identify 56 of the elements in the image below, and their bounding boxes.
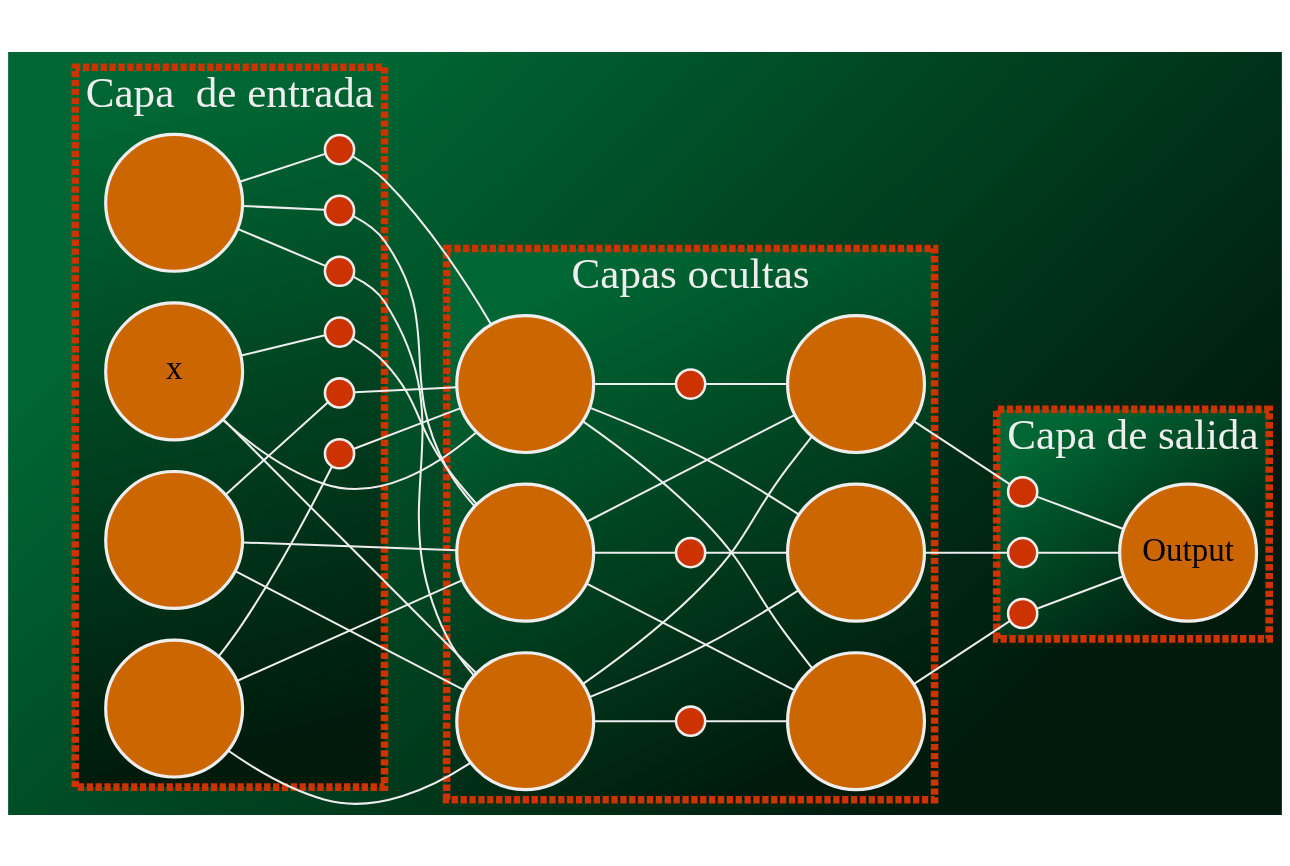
connector — [1037, 551, 1120, 554]
node-circle — [786, 482, 927, 623]
connector — [593, 719, 676, 722]
connector — [239, 152, 326, 183]
node-circle — [786, 313, 927, 454]
node-circle — [674, 367, 707, 400]
node-circle — [323, 437, 356, 470]
node-circle — [323, 376, 356, 409]
connector — [237, 227, 326, 267]
connector — [586, 413, 795, 523]
connector — [352, 214, 476, 507]
connector — [222, 418, 477, 674]
connector — [242, 204, 325, 211]
connector — [234, 569, 465, 691]
connector — [242, 540, 457, 551]
connector — [589, 406, 800, 515]
connector — [227, 749, 472, 805]
node-circle — [104, 132, 245, 273]
connector — [913, 419, 1011, 485]
connector — [352, 154, 493, 325]
node-circle: x — [104, 300, 245, 441]
connector — [240, 333, 326, 356]
node-circle — [104, 469, 245, 610]
connector — [705, 551, 788, 554]
connector — [593, 382, 676, 385]
node-circle — [674, 704, 707, 737]
connector — [1036, 495, 1124, 530]
connector — [593, 551, 676, 554]
connector — [217, 465, 333, 657]
cluster: Capas ocultas — [442, 244, 939, 804]
node-circle — [455, 650, 596, 791]
connector — [352, 275, 475, 676]
node-circle — [455, 482, 596, 623]
connector — [1036, 574, 1124, 610]
node-circle — [323, 315, 356, 348]
node-circle — [1006, 536, 1039, 568]
node-circle — [323, 254, 356, 287]
connector — [352, 337, 478, 505]
node-circle — [455, 313, 596, 454]
connector — [705, 719, 788, 722]
connector — [224, 400, 329, 495]
node-circle — [104, 638, 245, 779]
connector — [705, 382, 788, 385]
connector — [236, 578, 463, 682]
connector — [222, 418, 477, 490]
node-circle — [1006, 475, 1039, 508]
node-circle — [323, 194, 356, 226]
connector — [354, 385, 457, 393]
node-circle: Output — [1118, 482, 1259, 623]
connector — [924, 551, 1009, 554]
node-circle — [1006, 597, 1039, 629]
node-circle — [674, 536, 707, 568]
node-circle — [323, 133, 356, 165]
connector — [353, 406, 462, 450]
node-circle — [786, 650, 927, 791]
connector — [913, 619, 1011, 685]
